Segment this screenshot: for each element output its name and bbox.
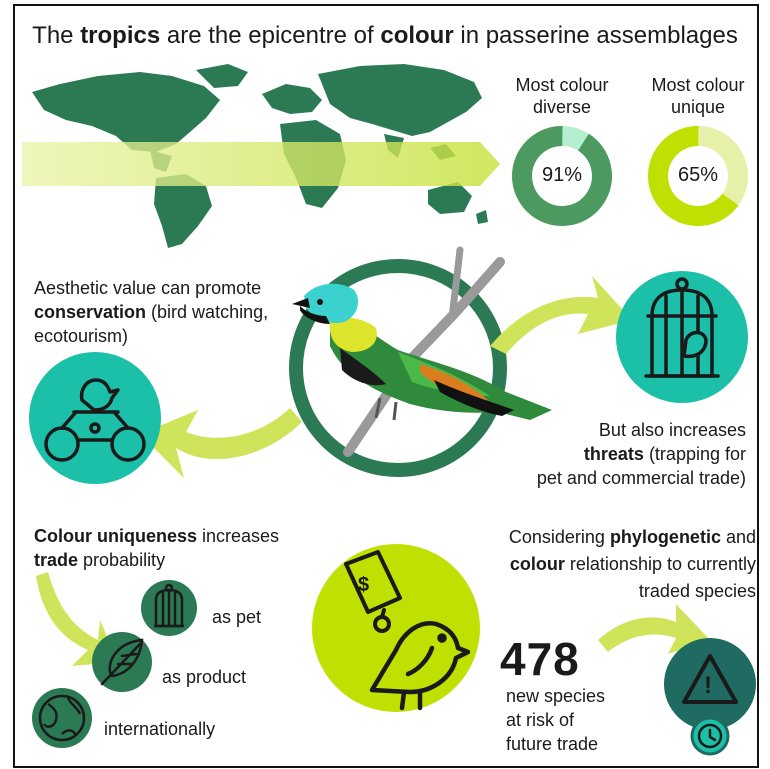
- price-tag-icon: [312, 544, 480, 712]
- arrow-to-conservation: [140, 408, 302, 478]
- donut-unique: [648, 126, 748, 226]
- phylo-text: Considering phylogenetic and colour rela…: [508, 527, 756, 601]
- donut-diverse: [512, 126, 612, 226]
- small-cage-icon: [141, 580, 197, 636]
- warning-icon: [664, 638, 756, 730]
- threats-text: But also increases threats (trapping for…: [536, 420, 746, 488]
- donut-unique-value: 65%: [677, 164, 719, 186]
- birdcage-icon: [616, 271, 748, 403]
- globe-icon: [32, 688, 92, 748]
- donut-unique-segment: [648, 126, 748, 226]
- risk-text: new species at risk of future trade: [506, 686, 606, 754]
- arrow-trade: [36, 572, 118, 666]
- frame-border: [13, 4, 759, 768]
- donut-unique-label: Most colour unique: [651, 75, 745, 117]
- donut-diverse-label: Most colour diverse: [515, 75, 609, 117]
- bird-icon: [369, 620, 471, 711]
- feather-icon: [92, 632, 152, 692]
- internationally-label: internationally: [104, 719, 216, 739]
- binoculars-icon: [29, 352, 161, 484]
- tanager-bird: [292, 283, 552, 421]
- arrow-to-threats: [490, 276, 632, 354]
- uniqueness-text: Colour uniqueness increases trade probab…: [34, 526, 280, 570]
- dollar-sign: $: [358, 574, 370, 596]
- page-title: The tropics are the epicentre of colour …: [32, 22, 738, 49]
- arrow-to-warning: [598, 604, 710, 654]
- clock-icon: [690, 716, 730, 756]
- as-pet-label: as pet: [212, 607, 262, 627]
- bird-ring: [289, 259, 507, 477]
- warning-exclamation: !: [704, 672, 712, 699]
- as-product-label: as product: [162, 667, 247, 687]
- donut-diverse-value: 91%: [541, 164, 583, 186]
- tropics-band: [22, 142, 500, 186]
- risk-number: 478: [500, 633, 580, 685]
- conservation-text: Aesthetic value can promote conservation…: [34, 278, 269, 346]
